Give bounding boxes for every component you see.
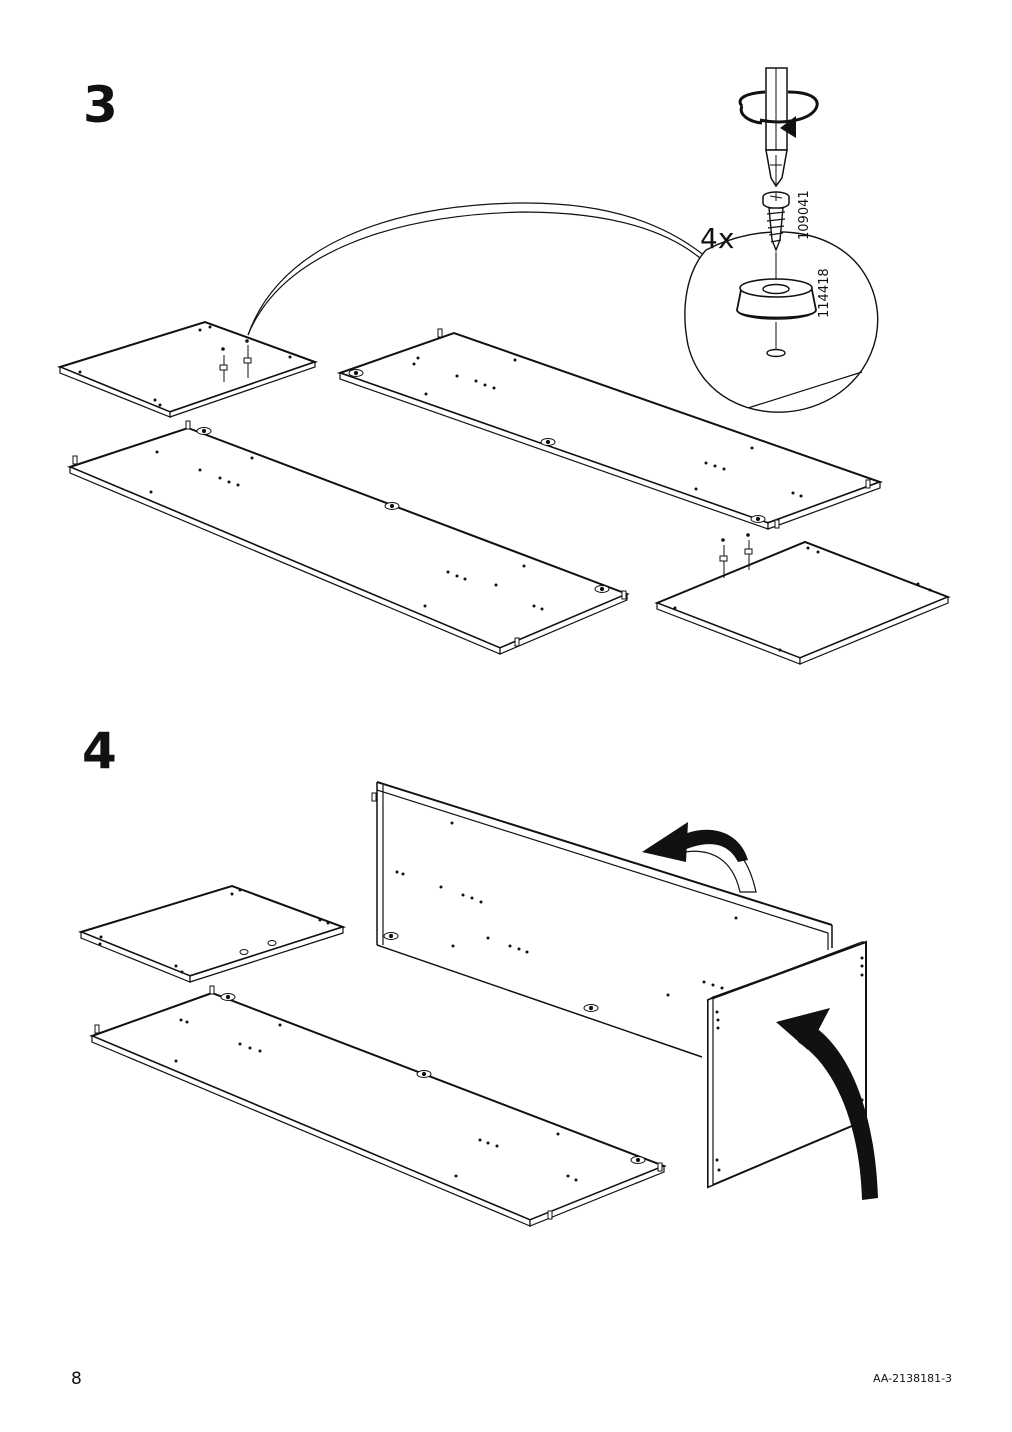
step4-small-panel bbox=[78, 884, 347, 983]
step-4-number: 4 bbox=[82, 722, 117, 780]
document-id: AA-2138181-3 bbox=[873, 1372, 953, 1385]
step3-long-panel-left bbox=[67, 420, 630, 655]
screw-part-number: 109041 bbox=[797, 190, 812, 240]
detail-callout bbox=[684, 231, 879, 413]
step-3-number: 3 bbox=[83, 76, 118, 134]
step4-back-panel bbox=[371, 781, 833, 1058]
step3-small-panel-left bbox=[57, 320, 318, 418]
screwdriver-icon bbox=[738, 67, 819, 188]
screw-icon bbox=[762, 191, 790, 252]
quantity-label: 4x bbox=[700, 222, 734, 255]
lift-arrow-icon bbox=[798, 1018, 878, 1200]
page-number: 8 bbox=[71, 1369, 82, 1389]
rotate-arrow-icon bbox=[642, 822, 757, 893]
foot-part-number: 114418 bbox=[817, 268, 832, 318]
foot-pad-icon bbox=[736, 278, 817, 320]
step4-long-panel bbox=[89, 985, 667, 1227]
lift-arrowhead-icon bbox=[776, 1008, 830, 1050]
step3-small-panel-right bbox=[654, 533, 951, 665]
step3-long-panel-right bbox=[336, 328, 883, 530]
